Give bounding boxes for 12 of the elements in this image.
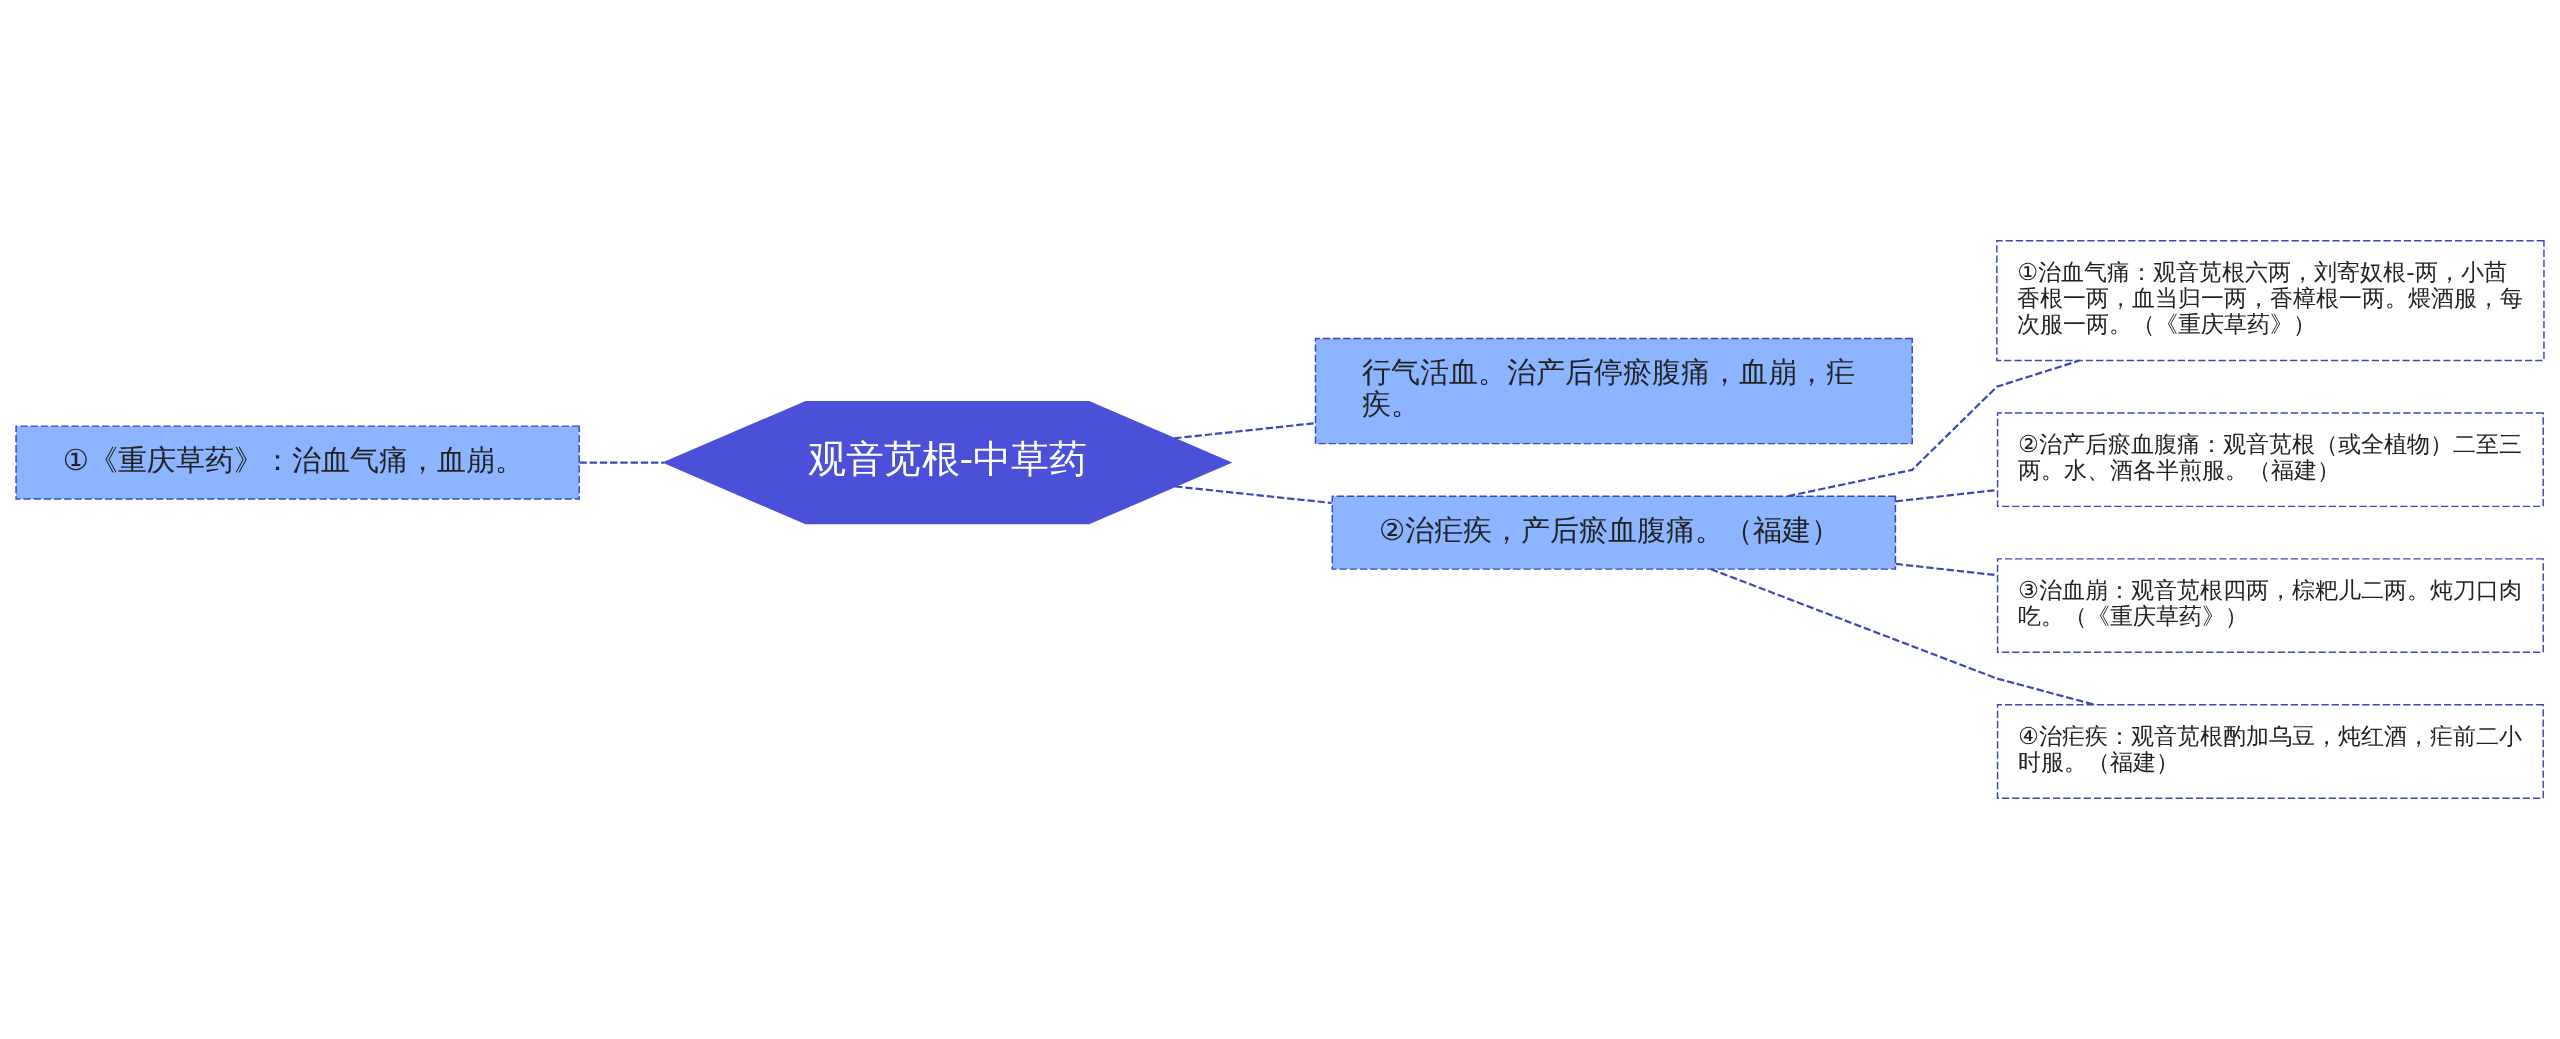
node-box: ①《重庆草药》：治血气痛，血崩。: [15, 425, 580, 500]
node-box: ①治血气痛：观音苋根六两，刘寄奴根-两，小茴香根一两，血当归一两，香樟根一两。煨酒服，每次服一两。（《重庆草药》）: [1996, 240, 2545, 362]
connector: [1710, 568, 2095, 706]
node-box: 行气活血。治产后停瘀腹痛，血崩，疟疾。: [1314, 337, 1913, 445]
connector: [1175, 485, 1332, 505]
node-box: ②治产后瘀血腹痛：观音苋根（或全植物）二至三两。水、酒各半煎服。（福建）: [1996, 412, 2544, 508]
node-box: ③治血崩：观音苋根四两，棕粑儿二两。炖刀口肉吃。（《重庆草药》）: [1996, 558, 2544, 653]
connector: [1787, 359, 2080, 498]
connector: [1174, 422, 1316, 440]
node-box: ②治疟疾，产后瘀血腹痛。（福建）: [1331, 495, 1897, 570]
connector: [579, 461, 664, 464]
node-box: ④治疟疾：观音苋根酌加乌豆，炖红酒，疟前二小时服。（福建）: [1996, 704, 2544, 799]
